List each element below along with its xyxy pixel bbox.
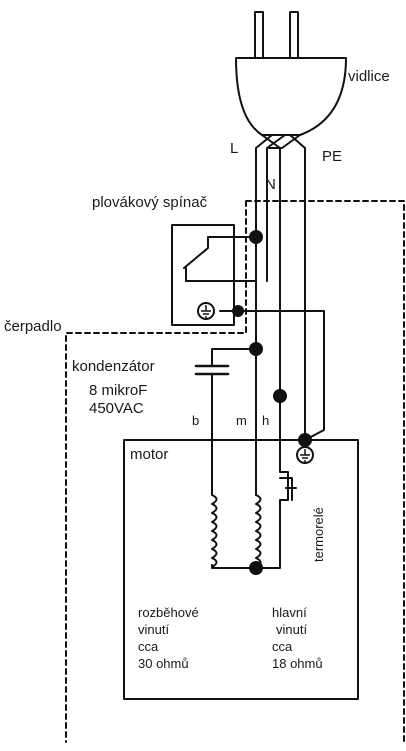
start-winding-coil — [211, 494, 218, 568]
plug-body — [235, 57, 347, 136]
main-winding-line: hlavní — [272, 605, 307, 620]
wire-h-label: h — [262, 413, 270, 428]
wire-m-label: m — [236, 413, 247, 428]
capacitor — [194, 348, 257, 441]
junction-dot — [249, 561, 263, 575]
float-switch-label: plovákový spínač — [92, 194, 208, 211]
wire-b-label: b — [192, 413, 200, 428]
float-switch — [171, 224, 325, 405]
plug-pin-left — [254, 11, 264, 59]
junction-dot — [232, 305, 244, 317]
start-winding-line: rozběhové — [138, 605, 199, 620]
capacitor-voltage-label: 450VAC — [89, 400, 144, 417]
junction-dot — [249, 342, 263, 356]
pump-label: čerpadlo — [4, 318, 62, 335]
earth-symbol-switch — [197, 302, 215, 320]
motor-label: motor — [130, 446, 169, 463]
main-winding-line: 18 ohmů — [272, 656, 323, 671]
plug-label: vidlice — [348, 68, 390, 85]
earth-symbol-motor — [296, 446, 314, 464]
start-winding-line: 30 ohmů — [138, 656, 189, 671]
start-winding-label: rozběhové vinutí cca 30 ohmů — [138, 604, 199, 672]
pump-boundary — [65, 200, 405, 743]
live-label: L — [230, 140, 239, 157]
main-winding-line: vinutí — [276, 622, 308, 637]
start-winding-line: vinutí — [138, 622, 170, 637]
thermal-relay-label: termorelé — [311, 507, 326, 562]
junctions — [232, 230, 312, 575]
start-winding-line: cca — [138, 639, 159, 654]
cable-from-plug — [255, 134, 306, 431]
capacitor-title-label: kondenzátor — [72, 358, 155, 375]
capacitor-value-label: 8 mikroF — [89, 382, 148, 399]
main-winding-line: cca — [272, 639, 293, 654]
main-winding-label: hlavní vinutí cca 18 ohmů — [272, 604, 323, 672]
main-winding-coil — [255, 494, 262, 568]
neutral-label: N — [265, 176, 276, 193]
motor-box — [123, 439, 359, 700]
earth-label: PE — [322, 148, 343, 165]
junction-dot — [273, 389, 287, 403]
junction-dot — [249, 230, 263, 244]
float-switch-box — [171, 224, 235, 326]
plug-pin-right — [289, 11, 299, 59]
junction-dot — [298, 433, 312, 447]
plug — [235, 11, 347, 136]
motor-internals — [211, 439, 297, 569]
